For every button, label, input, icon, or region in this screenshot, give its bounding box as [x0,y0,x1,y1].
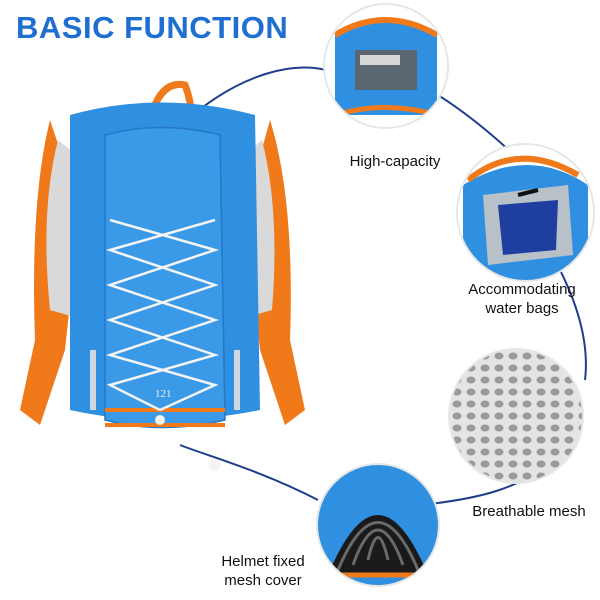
feature-label-high-capacity: High-capacity [349,153,441,170]
feature-label-helmet-cover-line1: Helmet fixed [221,553,305,570]
feature-label-water-bags-line1: Accommodating [468,281,576,298]
detail-helmet-cover-image [318,465,438,585]
feature-label-water-bags-line2: water bags [485,300,559,317]
detail-mesh-image [450,350,582,482]
brand-mark: 121 [155,388,172,400]
feature-label-breathable-mesh: Breathable mesh [472,503,586,520]
feature-label-water-bags: Accommodating water bags [452,280,592,318]
page-title: BASIC FUNCTION [16,10,289,45]
detail-high-capacity-image [325,5,447,127]
feature-label-helmet-cover-line2: mesh cover [224,572,302,589]
detail-water-bag-image [458,145,593,280]
feature-label-helmet-cover: Helmet fixed mesh cover [208,552,318,590]
backpack-image [20,80,305,471]
